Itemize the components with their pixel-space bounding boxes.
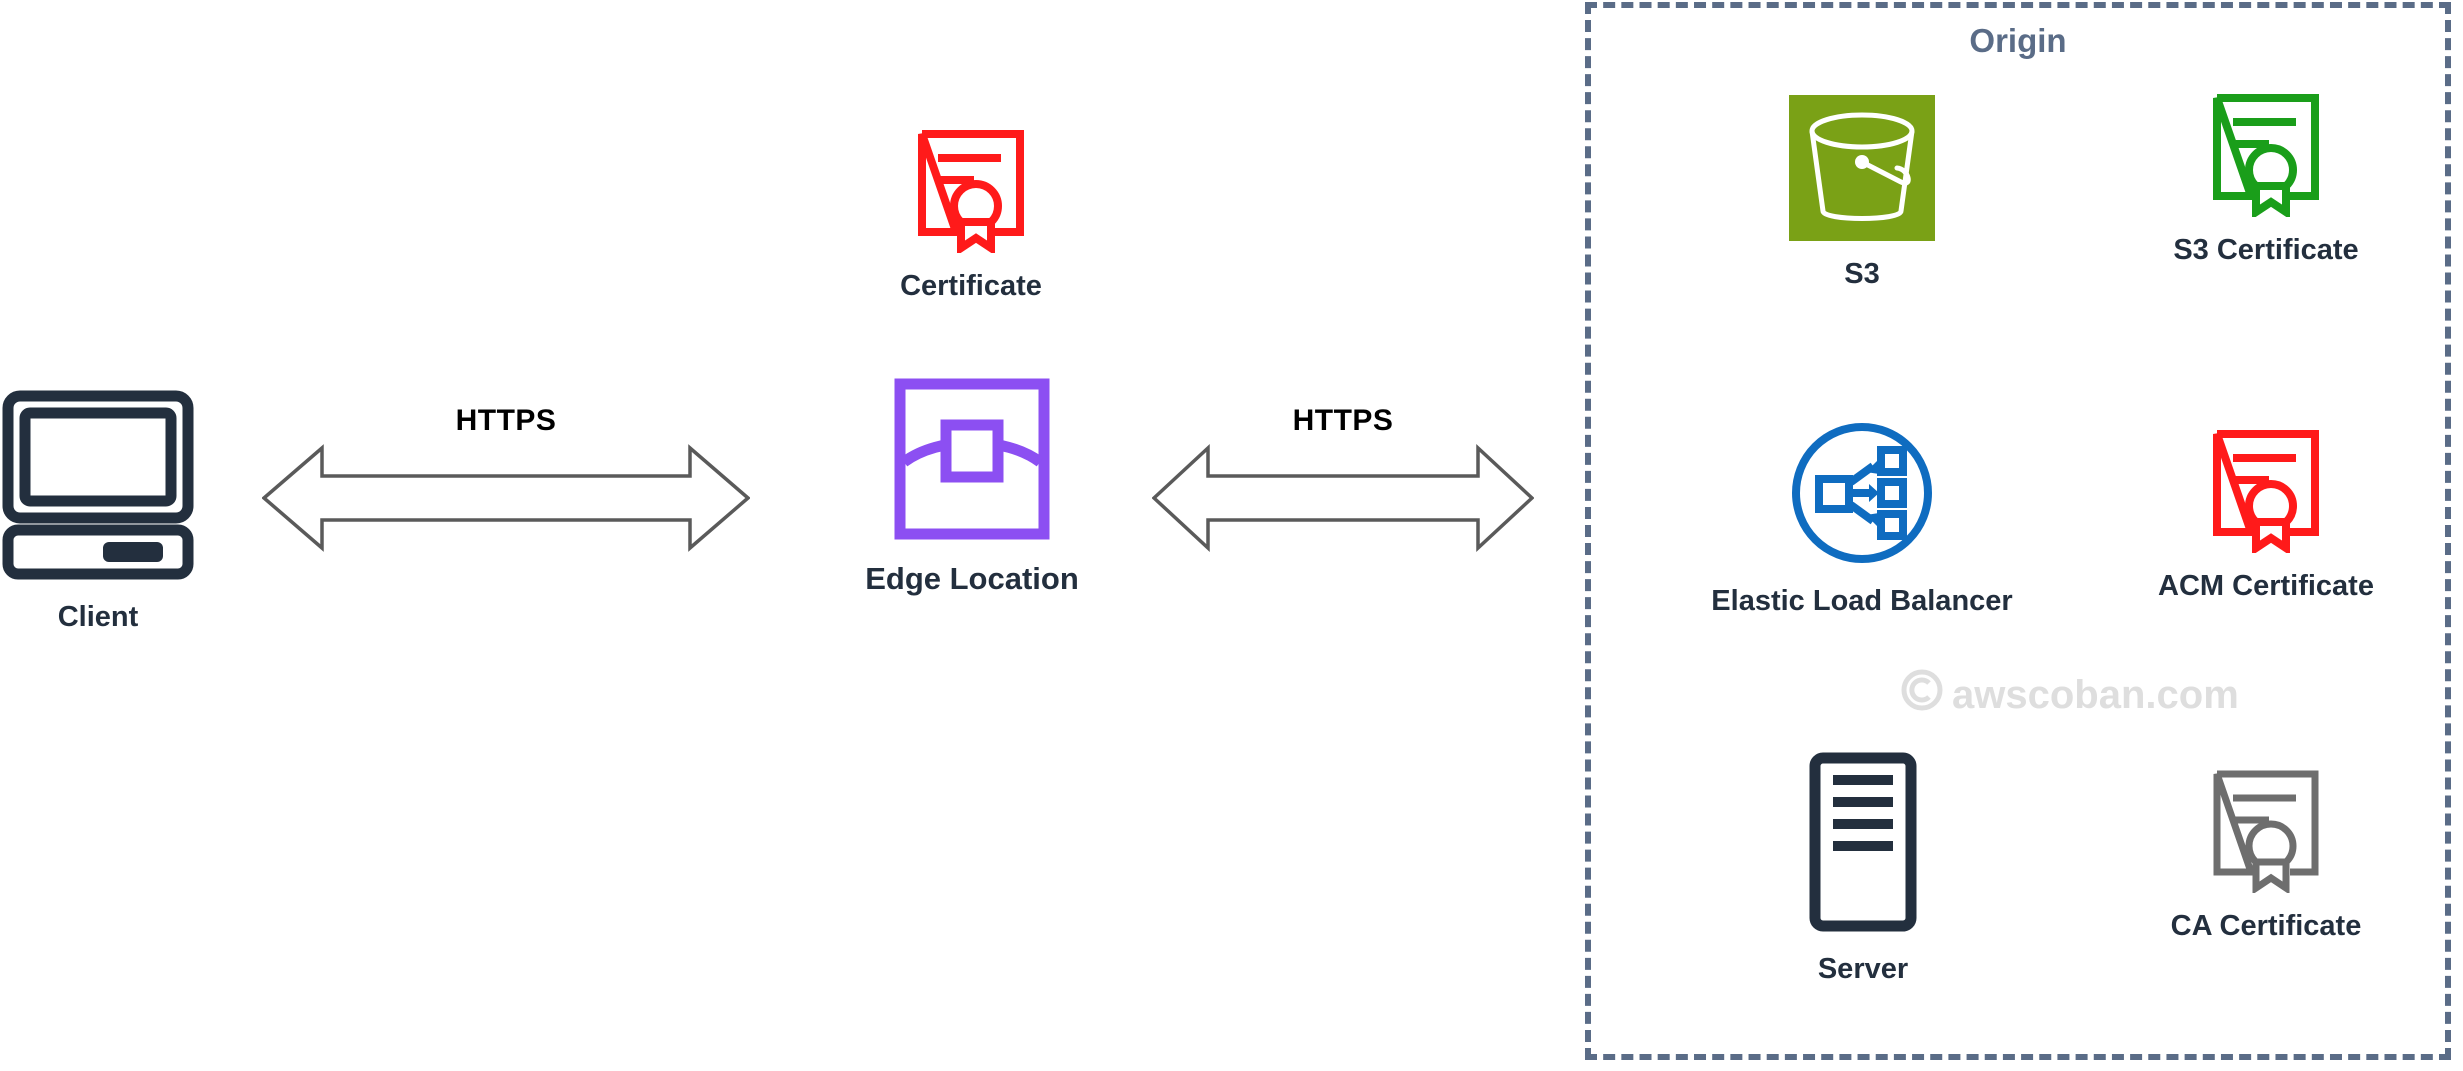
server-rack-icon [1809, 752, 1917, 937]
certificate-icon [916, 128, 1026, 258]
node-label-elastic-load-balancer: Elastic Load Balancer [1711, 585, 2013, 617]
origin-container [1585, 2, 2451, 1060]
node-elastic-load-balancer[interactable]: Elastic Load Balancer [1711, 420, 2013, 618]
watermark-text: awscoban.com [1952, 673, 2239, 717]
connection-https-client-edge: HTTPS [261, 404, 751, 557]
node-label-acm-certificate: ACM Certificate [2158, 570, 2374, 602]
edge-location-icon [894, 378, 1050, 545]
connection-https-edge-origin: HTTPS [1151, 404, 1535, 557]
https-label: HTTPS [1292, 404, 1394, 437]
origin-title: Origin [1969, 22, 2067, 59]
node-client[interactable]: Client [0, 390, 196, 634]
https-label: HTTPS [455, 404, 557, 437]
node-label-certificate: Certificate [900, 270, 1042, 302]
node-label-server: Server [1817, 953, 1909, 985]
node-label-s3: S3 [1844, 258, 1880, 290]
node-s3[interactable]: S3 [1762, 95, 1962, 291]
desktop-computer-icon [0, 390, 196, 585]
node-label-client: Client [57, 601, 139, 633]
watermark: awscoban.com [1900, 668, 2239, 722]
certificate-icon [2211, 768, 2321, 898]
elastic-load-balancer-icon [1789, 420, 1935, 571]
node-label-edge-location: Edge Location [865, 561, 1079, 596]
node-certificate[interactable]: Certificate [860, 128, 1082, 303]
node-ca-certificate[interactable]: CA Certificate [2155, 768, 2377, 943]
copyright-icon [1900, 668, 1944, 722]
node-label-ca-certificate: CA Certificate [2170, 910, 2362, 942]
s3-bucket-icon [1789, 95, 1935, 246]
double-headed-arrow-icon [261, 444, 751, 557]
node-acm-certificate[interactable]: ACM Certificate [2155, 428, 2377, 603]
double-headed-arrow-icon [1151, 443, 1535, 557]
node-s3-certificate[interactable]: S3 Certificate [2155, 92, 2377, 267]
node-label-s3-certificate: S3 Certificate [2173, 234, 2359, 266]
node-server[interactable]: Server [1785, 752, 1941, 986]
certificate-icon [2211, 428, 2321, 558]
node-edge-location[interactable]: Edge Location [832, 378, 1112, 597]
certificate-icon [2211, 92, 2321, 222]
